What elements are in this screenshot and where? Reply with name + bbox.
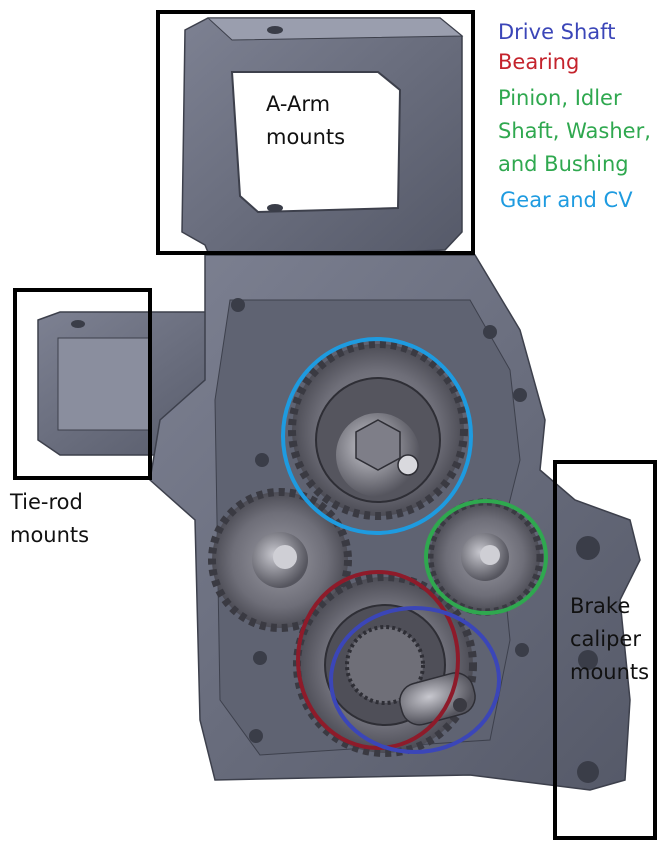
a-arm-callout-box (156, 10, 475, 255)
bottom-bearing-gear (293, 573, 477, 757)
left-idler-gear (208, 488, 352, 632)
legend-gear-cv: Gear and CV (500, 188, 633, 212)
large-gear (288, 340, 468, 520)
bearing-highlight (296, 570, 460, 750)
legend-drive-shaft: Drive Shaft (498, 20, 616, 44)
pinion-highlight (424, 499, 548, 615)
tie-rod-label: Tie-rod mounts (10, 490, 90, 547)
brake-callout-box (553, 460, 657, 840)
a-arm-label: A-Arm mounts (262, 88, 350, 154)
tie-rod-callout-box (13, 288, 152, 480)
brake-label: Brake caliper mounts (570, 594, 650, 684)
gear-cv-highlight (281, 337, 473, 535)
drive-shaft-highlight (329, 606, 501, 754)
legend-pinion: Pinion, Idler Shaft, Washer, and Bushing (498, 86, 651, 176)
legend-bearing: Bearing (498, 50, 580, 74)
pinion-gear (426, 498, 544, 616)
